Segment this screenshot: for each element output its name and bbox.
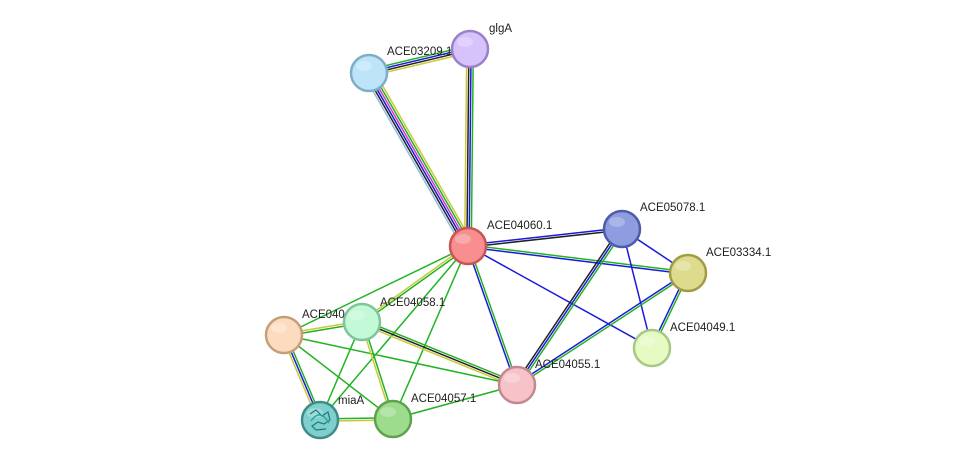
node-circle[interactable] (497, 365, 537, 405)
edge-evidence-line (283, 334, 518, 386)
edge-ace04060-1-ace03334-1[interactable] (467, 244, 689, 275)
node-circle[interactable] (373, 399, 413, 439)
node-highlight (639, 336, 655, 346)
edge-ace04060-1-ace04059-1[interactable] (283, 245, 469, 336)
edge-evidence-line (518, 229, 625, 387)
edge-evidence-line (468, 244, 689, 273)
edge-evidence-line (466, 48, 470, 246)
node-circle[interactable] (602, 209, 642, 249)
edge-ace04060-1-ace04057-1[interactable] (392, 245, 469, 420)
node-circle[interactable] (264, 315, 304, 355)
node-ace04060-1[interactable] (448, 226, 488, 266)
edge-evidence-line (467, 227, 622, 246)
node-circle[interactable] (632, 328, 672, 368)
edge-evidence-line (515, 271, 688, 385)
edge-evidence-line (470, 49, 475, 247)
node-label-miaa: miaA (338, 395, 365, 407)
edge-evidence-line (468, 245, 519, 385)
edge-evidence-line (367, 73, 468, 247)
edge-evidence-line (360, 323, 517, 388)
node-label-ace03209-1: ACE03209.1 (387, 46, 452, 58)
edge-evidence-line (467, 246, 688, 275)
node-circle[interactable] (450, 29, 490, 69)
edge-ace05078-1-ace04049-1[interactable] (621, 228, 653, 349)
node-label-ace03334-1: ACE03334.1 (706, 247, 771, 259)
labels-layer: ACE04060.1 ACE03209.1 glgA ACE05078.1ACE033… (302, 23, 771, 407)
node-ace03334-1[interactable] (668, 253, 708, 293)
node-label-ace04055-1: ACE04055.1 (535, 359, 600, 371)
edge-evidence-line (621, 228, 653, 349)
node-label-ace04049-1: ACE04049.1 (670, 322, 735, 334)
edge-glga-ace04060-1[interactable] (463, 48, 475, 247)
node-label-ace04060-1: ACE04060.1 (487, 220, 552, 232)
edge-ace04060-1-ace04049-1[interactable] (467, 245, 653, 349)
edge-evidence-line (362, 319, 519, 384)
edge-ace04059-1-ace04055-1[interactable] (283, 334, 518, 386)
edge-evidence-line (363, 75, 464, 250)
edge-ace04060-1-ace04055-1[interactable] (466, 245, 519, 386)
edge-ace04058-1-ace04055-1[interactable] (360, 319, 519, 388)
node-highlight (609, 217, 625, 227)
edge-evidence-line (360, 244, 468, 322)
node-circle[interactable] (349, 53, 389, 93)
edge-evidence-line (371, 70, 472, 245)
edge-ace04060-1-ace04058-1[interactable] (360, 244, 470, 324)
node-label-ace05078-1: ACE05078.1 (640, 202, 705, 214)
protein-structure-icon (309, 409, 331, 431)
edge-evidence-line (463, 48, 468, 246)
edge-evidence-line (466, 246, 517, 386)
edge-ace05078-1-ace04055-1[interactable] (514, 227, 625, 387)
node-highlight (457, 37, 473, 47)
edge-evidence-line (369, 72, 470, 246)
node-highlight (356, 61, 372, 71)
node-miaa[interactable] (300, 400, 340, 440)
edge-evidence-line (373, 69, 474, 244)
node-highlight (675, 261, 691, 271)
node-highlight (349, 310, 365, 320)
node-ace05078-1[interactable] (602, 209, 642, 249)
node-circle[interactable] (668, 253, 708, 293)
edge-evidence-line (516, 228, 623, 386)
node-label-ace04059-1: ACE040 (302, 309, 345, 321)
node-label-ace04057-1: ACE04057.1 (411, 393, 476, 405)
edge-evidence-line (467, 245, 653, 349)
edge-evidence-line (468, 49, 472, 247)
node-circle[interactable] (342, 302, 382, 342)
edge-evidence-line (283, 245, 469, 336)
node-highlight (271, 323, 287, 333)
nodes-layer (264, 29, 708, 440)
edge-evidence-line (362, 246, 470, 324)
node-ace03209-1[interactable] (349, 53, 389, 93)
edge-ace04060-1-ace05078-1[interactable] (467, 227, 623, 248)
edge-evidence-line (514, 227, 621, 385)
node-ace04058-1[interactable] (342, 302, 382, 342)
node-ace04055-1[interactable] (497, 365, 537, 405)
edges-layer (281, 45, 690, 422)
edge-evidence-line (361, 321, 518, 386)
edge-evidence-line (365, 74, 466, 249)
node-highlight (380, 407, 396, 417)
edge-evidence-line (517, 273, 690, 387)
node-ace04059-1[interactable] (264, 315, 304, 355)
edge-ace04057-1-ace04055-1[interactable] (392, 384, 518, 420)
node-highlight (455, 234, 471, 244)
node-circle[interactable] (448, 226, 488, 266)
node-label-ace04058-1: ACE04058.1 (380, 297, 445, 309)
node-ace04057-1[interactable] (373, 399, 413, 439)
node-ace04049-1[interactable] (632, 328, 672, 368)
node-circle[interactable] (300, 400, 340, 440)
edge-evidence-line (392, 245, 469, 420)
node-label-glga: glgA (489, 23, 512, 35)
node-glga[interactable] (450, 29, 490, 69)
edge-evidence-line (468, 229, 623, 248)
edge-evidence-line (392, 384, 518, 420)
edge-ace03209-1-ace04060-1[interactable] (363, 69, 474, 250)
edge-ace03334-1-ace04055-1[interactable] (515, 271, 690, 387)
node-highlight (504, 373, 520, 383)
